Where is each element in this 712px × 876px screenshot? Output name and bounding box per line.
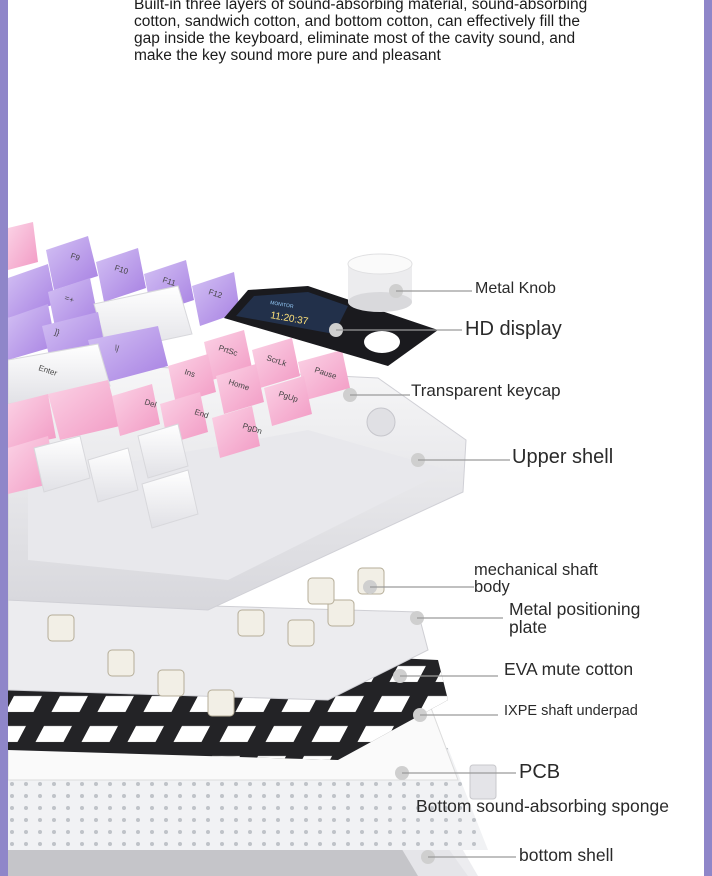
label-bottom-shell: bottom shell <box>519 845 614 865</box>
label-hd-display: HD display <box>465 318 562 340</box>
display-top-text: MONITOR <box>270 300 295 310</box>
keyboard-exploded-illustration: F9 F10 F11 F12 =+ ]} \| Enter PrtSc ScrL… <box>8 222 516 876</box>
label-bottom-sponge: Bottom sound-absorbing sponge <box>416 796 669 816</box>
label-mechanical-shaft-line1: mechanical shaft <box>474 561 598 579</box>
metal-knob <box>347 253 413 312</box>
key-ins: Ins <box>183 367 196 379</box>
key-f10: F10 <box>113 263 129 276</box>
label-eva-cotton: EVA mute cotton <box>504 659 634 679</box>
label-metal-plate-line2: plate <box>509 617 547 638</box>
key-f12: F12 <box>207 287 223 300</box>
label-ixpe-pad: IXPE shaft underpad <box>504 703 638 719</box>
key-pipe: \| <box>113 343 120 353</box>
keycaps-layer <box>8 222 350 529</box>
label-metal-plate: Metal positioning plate <box>509 600 640 637</box>
label-mechanical-shaft-line2: body <box>474 578 510 597</box>
key-del: Del <box>143 397 157 409</box>
key-f9: F9 <box>69 251 81 263</box>
label-upper-shell: Upper shell <box>512 446 614 468</box>
label-mechanical-shaft: mechanical shaft body <box>474 561 598 597</box>
callout-leaders <box>329 284 516 864</box>
intro-text: Built-in three layers of sound-absorbing… <box>134 0 588 64</box>
label-metal-plate-line1: Metal positioning <box>509 599 641 619</box>
label-metal-knob: Metal Knob <box>475 280 556 297</box>
label-pcb: PCB <box>519 761 561 783</box>
product-image-frame: Built-in three layers of sound-absorbing… <box>8 0 704 876</box>
key-end: End <box>193 407 209 420</box>
key-plus: =+ <box>63 293 75 305</box>
key-f11: F11 <box>161 275 177 288</box>
key-brace: ]} <box>53 327 61 337</box>
label-transparent-keycap: Transparent keycap <box>411 381 561 400</box>
